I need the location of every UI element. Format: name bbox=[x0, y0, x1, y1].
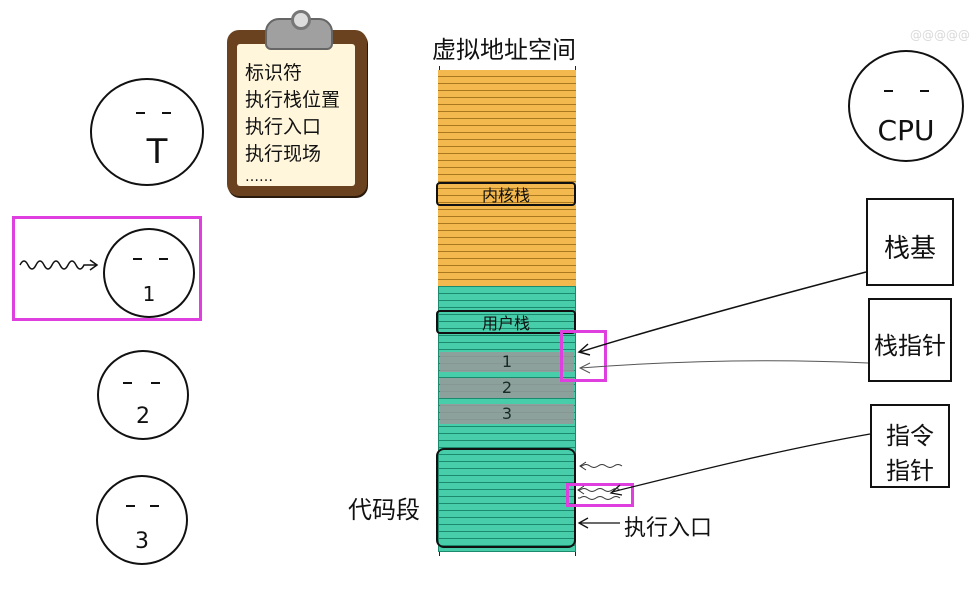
watermark: @@@@@ bbox=[910, 28, 970, 42]
address-space-title: 虚拟地址空间 bbox=[432, 36, 576, 64]
thread-info-clipboard: 标识符 执行栈位置 执行入口 执行现场 …… bbox=[227, 10, 367, 196]
clipboard-item-ellipsis: …… bbox=[245, 169, 273, 185]
code-segment-label: 代码段 bbox=[348, 496, 420, 524]
instruction-pointer-label-2: 指针 bbox=[886, 457, 934, 485]
thread-t-label: T bbox=[146, 132, 168, 172]
clipboard-item-entry: 执行入口 bbox=[245, 116, 322, 138]
cpu-face: CPU bbox=[848, 50, 964, 162]
wavy-arrow-icon bbox=[19, 259, 99, 271]
user-stack-box: 用户栈 bbox=[436, 310, 576, 334]
instruction-pointer-label-1: 指令 bbox=[886, 422, 934, 450]
stack-pointer-label: 栈指针 bbox=[874, 332, 946, 360]
code-segment-box bbox=[436, 448, 576, 548]
kernel-stack-box: 内核栈 bbox=[436, 182, 576, 206]
stack-pointer-highlight bbox=[560, 330, 607, 382]
thread-2-label: 2 bbox=[136, 404, 150, 429]
cpu-label: CPU bbox=[877, 114, 935, 147]
thread-1-highlight bbox=[12, 216, 202, 321]
stack-base-register: 栈基 bbox=[866, 198, 954, 286]
instruction-pointer-register: 指令 指针 bbox=[870, 404, 950, 488]
stack-pointer-register: 栈指针 bbox=[868, 298, 952, 382]
instruction-pointer-arrow bbox=[611, 433, 871, 493]
stack-pointer-arrow bbox=[579, 360, 869, 369]
thread-t-face: T bbox=[90, 78, 204, 186]
clipboard-paper: 标识符 执行栈位置 执行入口 执行现场 …… bbox=[237, 44, 355, 186]
stack-base-label: 栈基 bbox=[883, 234, 936, 264]
thread-1-label: 1 bbox=[142, 282, 156, 306]
clipboard-clamp-icon bbox=[265, 10, 333, 50]
clipboard-item-context: 执行现场 bbox=[245, 143, 322, 165]
thread-2-face: 2 bbox=[97, 350, 189, 440]
stack-frame-2: 2 bbox=[440, 378, 574, 398]
clipboard-item-identifier: 标识符 bbox=[245, 62, 303, 84]
kernel-region bbox=[438, 70, 576, 286]
stack-frame-1: 1 bbox=[440, 352, 574, 372]
thread-1-face: 1 bbox=[103, 228, 195, 318]
stack-base-arrow bbox=[579, 271, 867, 353]
thread-3-face: 3 bbox=[96, 475, 188, 565]
clipboard-item-stack-location: 执行栈位置 bbox=[245, 89, 341, 111]
instruction-pointer-highlight bbox=[566, 483, 634, 507]
thread-3-label: 3 bbox=[135, 529, 149, 554]
entry-label: 执行入口 bbox=[624, 516, 713, 541]
stack-frame-3: 3 bbox=[440, 404, 574, 424]
